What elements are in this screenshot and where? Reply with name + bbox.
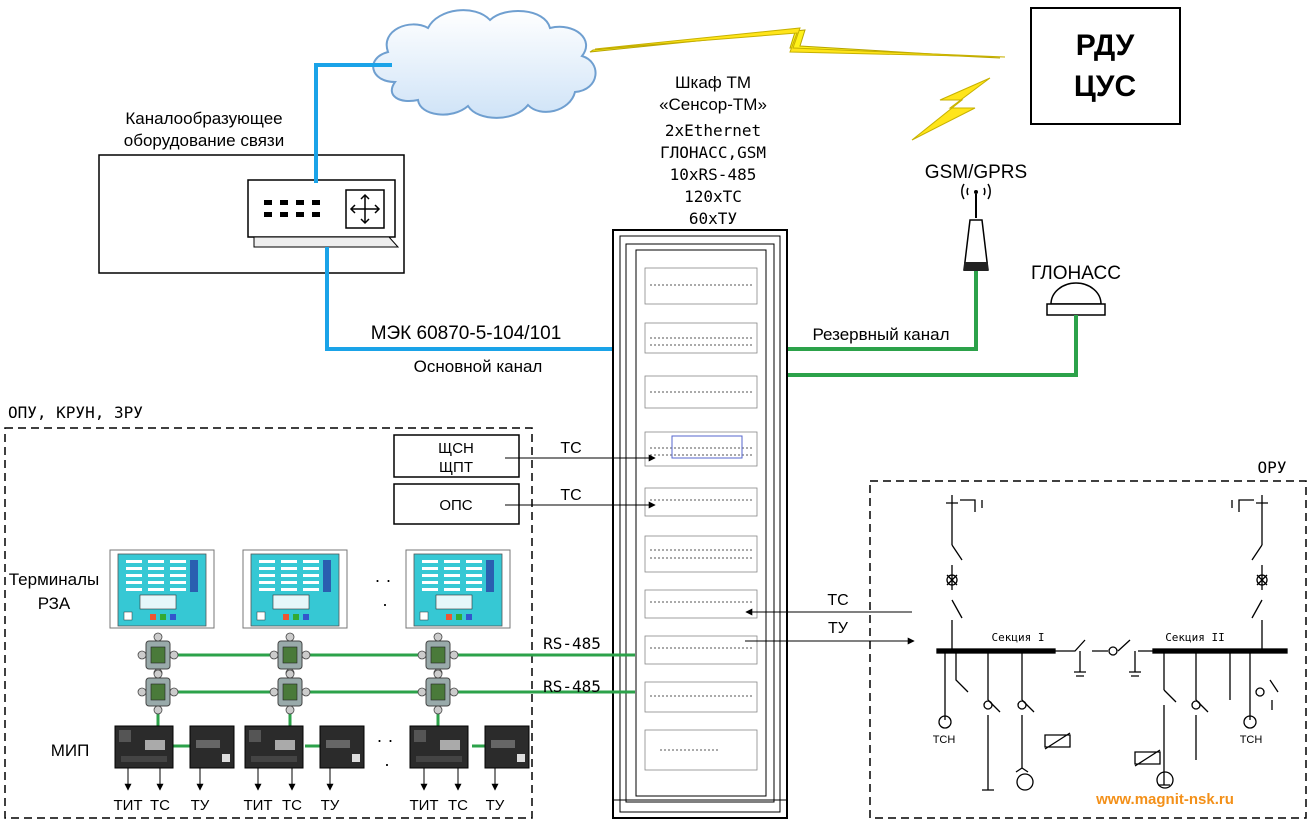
ts-label-ops: ТС [560, 487, 581, 504]
oru-ts-label: ТС [827, 592, 848, 609]
cabinet-title: Шкаф ТМ [675, 73, 751, 92]
tit-signal-label: ТИТ [243, 797, 272, 814]
comm-equipment-label-2: оборудование связи [124, 131, 284, 150]
glonass-antenna-icon [1046, 282, 1106, 316]
ts-label-shsn: ТС [560, 440, 581, 457]
terminals-label-2: РЗА [38, 594, 71, 613]
oru-region [869, 480, 1307, 819]
section-1-label: Секция I [992, 631, 1045, 644]
ts-signal-label: ТС [150, 797, 170, 814]
ts-signal-label: ТС [448, 797, 468, 814]
mip-device-icon [114, 725, 174, 769]
opu-title: ОПУ, КРУН, ЗРУ [8, 403, 143, 422]
gsm-antenna-icon [961, 183, 991, 271]
tsn-left-label: ТСН [933, 734, 956, 746]
glonass-label: ГЛОНАСС [1031, 263, 1121, 284]
gsm-gprs-label: GSM/GPRS [925, 162, 1027, 183]
rdu-cus-box [1030, 7, 1181, 125]
opu-region [4, 427, 533, 819]
main-channel-label: Основной канал [414, 357, 543, 376]
relay-terminal-icon [242, 549, 348, 629]
cabinet-spec-tu: 60xТУ [689, 209, 738, 228]
section-2-label: Секция II [1165, 631, 1225, 644]
terminals-ellipsis: · · [375, 570, 392, 590]
oru-tu-label: ТУ [828, 620, 849, 637]
shpt-label: ЩПТ [439, 459, 473, 476]
relay-terminal-icon [405, 549, 511, 629]
tit-signal-label: ТИТ [409, 797, 438, 814]
cabinet-model: «Сенсор-ТМ» [659, 95, 767, 114]
cabinet-spec-ethernet: 2xEthernet [665, 121, 761, 140]
cabinet-spec-rs485: 10xRS-485 [670, 165, 757, 184]
mip-label: МИП [51, 741, 90, 760]
shsn-label: ЩСН [438, 440, 474, 457]
mip-device-icon [409, 725, 469, 769]
reserve-channel-green-line [775, 271, 1078, 377]
cus-label: ЦУС [1074, 70, 1136, 103]
ts-signal-label: ТС [282, 797, 302, 814]
reserve-channel-label: Резервный канал [812, 325, 949, 344]
ops-label: ОПС [439, 497, 472, 514]
cabinet-spec-ts: 120xТС [684, 187, 742, 206]
tu-signal-label: ТУ [321, 797, 340, 814]
mip-ellipsis: · · [377, 730, 394, 750]
rs485-junction-box-icon [137, 632, 179, 678]
io-module-icon [484, 725, 530, 769]
rdu-label: РДУ [1076, 29, 1135, 62]
comm-equipment-label-1: Каналообразующее [125, 109, 282, 128]
terminals-ellipsis-2: · [382, 594, 388, 614]
mip-ellipsis-2: · [384, 754, 390, 774]
rs485-junction-box-icon [137, 669, 179, 715]
wireless-link-lightning-icon [589, 27, 1006, 141]
io-module-icon [189, 725, 235, 769]
mip-device-icon [244, 725, 304, 769]
network-switch-icon [247, 179, 400, 248]
relay-terminal-icon [109, 549, 215, 629]
website-link[interactable]: www.magnit-nsk.ru [1095, 791, 1234, 808]
terminals-label-1: Терминалы [9, 570, 100, 589]
oru-title: ОРУ [1258, 458, 1287, 477]
tsn-right-label: ТСН [1240, 734, 1263, 746]
rs485-label-1: RS-485 [543, 634, 601, 653]
tit-signal-label: ТИТ [113, 797, 142, 814]
rs485-junction-box-icon [269, 669, 311, 715]
protocol-label: МЭК 60870-5-104/101 [371, 323, 562, 344]
tu-signal-label: ТУ [486, 797, 505, 814]
rs485-label-2: RS-485 [543, 677, 601, 696]
main-channel-blue-line [314, 63, 635, 351]
shsn-shpt-box [393, 434, 520, 478]
telemechanics-cabinet [612, 229, 788, 819]
cabinet-spec-glonass-gsm: ГЛОНАСС,GSM [660, 143, 766, 162]
tu-signal-label: ТУ [191, 797, 210, 814]
ops-box [393, 483, 520, 525]
substation-single-line-schematic [936, 495, 1288, 791]
io-module-icon [319, 725, 365, 769]
cloud-icon [372, 9, 597, 119]
rs485-junction-box-icon [417, 669, 459, 715]
